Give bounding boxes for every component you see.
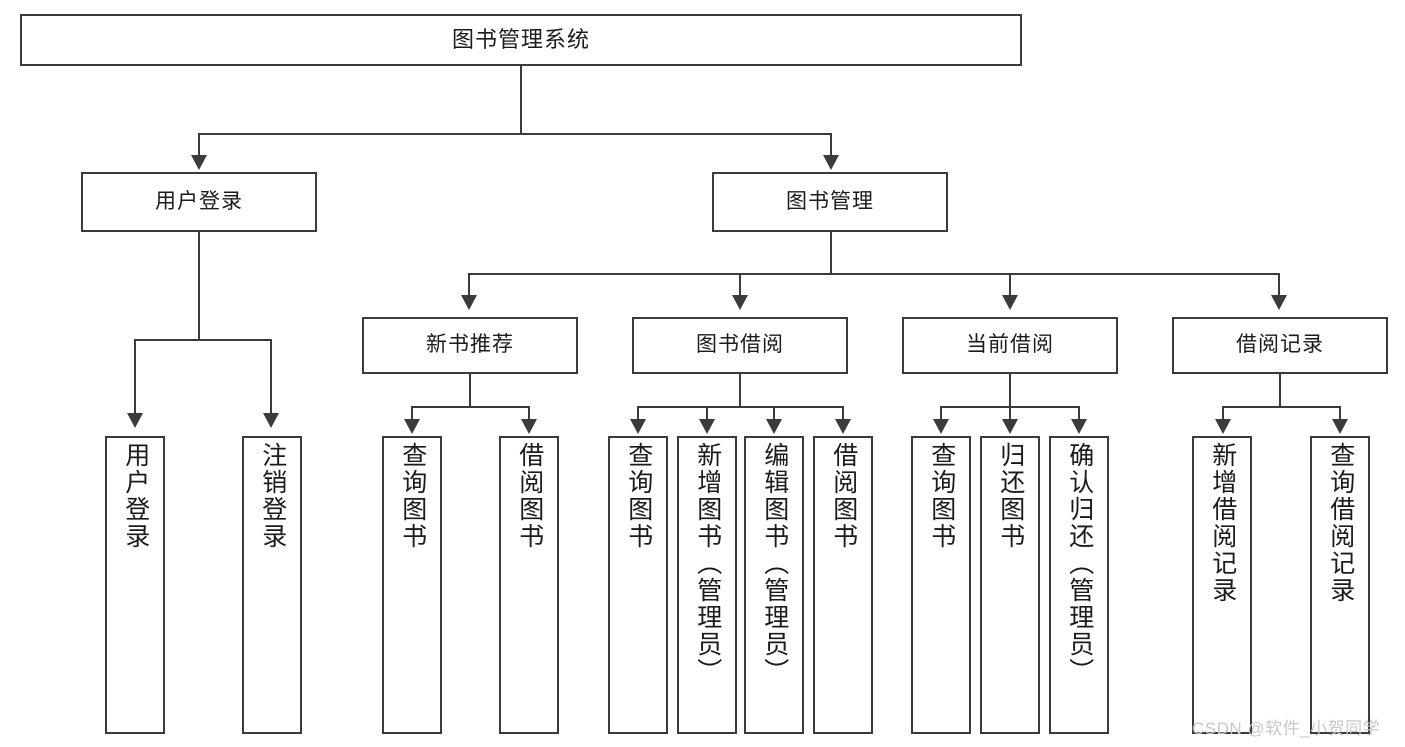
leaf-label: 确认归还（管理员） <box>1065 442 1094 685</box>
connector-lvl3-drop-3 <box>1009 273 1011 297</box>
connector-new-book-bus <box>411 406 529 408</box>
connector-bb-drop-4 <box>842 406 844 420</box>
node-label: 图书借阅 <box>696 333 784 357</box>
leaf-label: 新增图书（管理员） <box>693 442 722 685</box>
node-new-book-recommend[interactable]: 新书推荐 <box>362 317 578 374</box>
node-label: 用户登录 <box>155 189 243 213</box>
node-label: 当前借阅 <box>966 333 1054 357</box>
connector-lvl3-drop-1 <box>468 273 470 297</box>
connector-lvl3-drop-2 <box>739 273 741 297</box>
arrow-to-user-login <box>191 155 207 170</box>
node-book-borrow[interactable]: 图书借阅 <box>632 317 848 374</box>
arrow-to-leaf-confirm-return <box>1071 419 1087 434</box>
connector-root-drop-right <box>830 133 832 157</box>
connector-br-drop-1 <box>1222 406 1224 420</box>
connector-user-login-bus <box>134 339 270 341</box>
leaf-label: 归还图书 <box>996 442 1025 550</box>
arrow-to-leaf-borrow-book-2 <box>835 419 851 434</box>
connector-br-drop-2 <box>1339 406 1341 420</box>
leaf-query-borrow-record[interactable]: 查询借阅记录 <box>1310 436 1370 734</box>
arrow-to-leaf-return-book <box>1002 419 1018 434</box>
arrow-to-current-borrow <box>1002 295 1018 310</box>
connector-root-stem <box>520 66 522 134</box>
connector-book-manage-bus <box>468 273 1280 275</box>
connector-book-borrow-bus <box>637 406 844 408</box>
node-label: 图书管理系统 <box>451 27 590 53</box>
node-label: 新书推荐 <box>426 333 514 357</box>
connector-book-manage-stem <box>830 232 832 274</box>
leaf-query-book-new[interactable]: 查询图书 <box>382 436 442 734</box>
connector-root-drop-left <box>198 133 200 157</box>
leaf-label: 注销登录 <box>258 442 287 550</box>
arrow-to-book-manage <box>823 155 839 170</box>
node-book-manage[interactable]: 图书管理 <box>712 172 948 232</box>
leaf-edit-book-admin[interactable]: 编辑图书（管理员） <box>744 436 804 734</box>
arrow-to-leaf-add-book <box>699 419 715 434</box>
leaf-label: 借阅图书 <box>829 442 858 550</box>
connector-user-login-drop-1 <box>134 339 136 415</box>
arrow-to-leaf-logout <box>263 413 279 428</box>
leaf-label: 查询图书 <box>624 442 653 550</box>
connector-new-book-stem <box>469 374 471 407</box>
node-user-login[interactable]: 用户登录 <box>81 172 317 232</box>
leaf-query-book-borrow[interactable]: 查询图书 <box>608 436 668 734</box>
leaf-add-borrow-record[interactable]: 新增借阅记录 <box>1192 436 1252 734</box>
connector-cb-drop-2 <box>1009 406 1011 420</box>
arrow-to-leaf-borrow-book-1 <box>521 419 537 434</box>
arrow-to-leaf-query-book-3 <box>933 419 949 434</box>
connector-user-login-drop-2 <box>270 339 272 415</box>
connector-lvl3-drop-4 <box>1278 273 1280 297</box>
connector-new-book-drop-2 <box>528 406 530 420</box>
connector-root-bus <box>198 133 832 135</box>
leaf-add-book-admin[interactable]: 新增图书（管理员） <box>677 436 737 734</box>
leaf-return-book[interactable]: 归还图书 <box>980 436 1040 734</box>
connector-book-borrow-stem <box>739 374 741 407</box>
leaf-borrow-book[interactable]: 借阅图书 <box>813 436 873 734</box>
connector-new-book-drop-1 <box>411 406 413 420</box>
leaf-label: 查询图书 <box>927 442 956 550</box>
leaf-logout[interactable]: 注销登录 <box>242 436 302 734</box>
arrow-to-leaf-query-book-2 <box>630 419 646 434</box>
node-label: 图书管理 <box>786 189 874 213</box>
connector-borrow-record-stem <box>1279 374 1281 407</box>
leaf-label: 借阅图书 <box>515 442 544 550</box>
arrow-to-book-borrow <box>732 295 748 310</box>
node-borrow-record[interactable]: 借阅记录 <box>1172 317 1388 374</box>
leaf-label: 查询借阅记录 <box>1326 442 1355 604</box>
arrow-to-leaf-add-record <box>1215 419 1231 434</box>
connector-bb-drop-2 <box>706 406 708 420</box>
leaf-label: 新增借阅记录 <box>1208 442 1237 604</box>
leaf-confirm-return-admin[interactable]: 确认归还（管理员） <box>1049 436 1109 734</box>
connector-cb-drop-3 <box>1078 406 1080 420</box>
node-label: 借阅记录 <box>1236 333 1324 357</box>
leaf-query-book-current[interactable]: 查询图书 <box>911 436 971 734</box>
arrow-to-new-book <box>461 295 477 310</box>
arrow-to-leaf-edit-book <box>766 419 782 434</box>
arrow-to-borrow-record <box>1271 295 1287 310</box>
leaf-label: 查询图书 <box>398 442 427 550</box>
arrow-to-leaf-query-book-1 <box>404 419 420 434</box>
arrow-to-leaf-query-record <box>1332 419 1348 434</box>
connector-current-borrow-stem <box>1009 374 1011 407</box>
leaf-label: 编辑图书（管理员） <box>760 442 789 685</box>
connector-user-login-stem <box>198 232 200 340</box>
arrow-to-leaf-user-login <box>127 413 143 428</box>
connector-bb-drop-1 <box>637 406 639 420</box>
connector-bb-drop-3 <box>773 406 775 420</box>
node-root-system[interactable]: 图书管理系统 <box>20 14 1022 66</box>
connector-cb-drop-1 <box>940 406 942 420</box>
leaf-label: 用户登录 <box>121 442 150 550</box>
connector-borrow-record-bus <box>1222 406 1340 408</box>
leaf-user-login[interactable]: 用户登录 <box>105 436 165 734</box>
node-current-borrow[interactable]: 当前借阅 <box>902 317 1118 374</box>
leaf-borrow-book-new[interactable]: 借阅图书 <box>499 436 559 734</box>
